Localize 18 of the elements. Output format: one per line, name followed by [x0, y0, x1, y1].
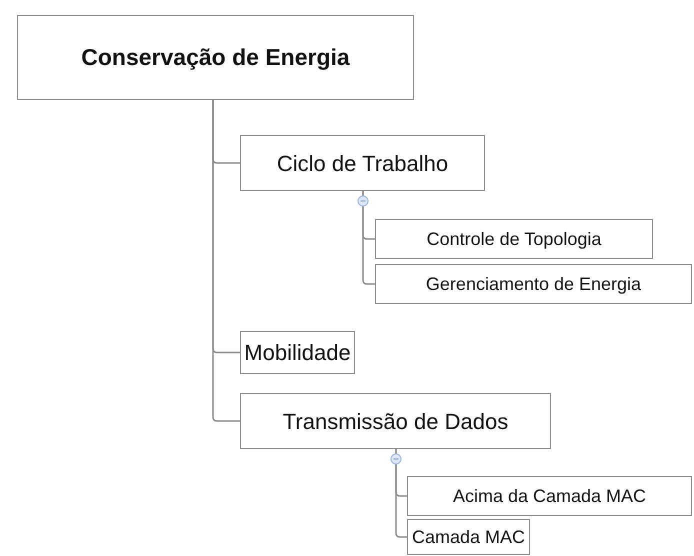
topic-box	[240, 135, 485, 191]
topic-label: Acima da Camada MAC	[452, 484, 646, 508]
topic-box	[407, 476, 692, 516]
connector-line	[395, 449, 407, 538]
topic-box	[240, 393, 551, 449]
topic-label: Gerenciamento de Energia	[426, 272, 642, 296]
topic-label: Conservação de Energia	[81, 43, 350, 72]
topic-label: Mobilidade	[244, 339, 351, 367]
topic-label: Ciclo de Trabalho	[276, 150, 448, 178]
topic-label: Controle de Topologia	[426, 228, 602, 251]
topic-box	[240, 331, 355, 374]
topic-box	[375, 219, 653, 259]
topic-box	[17, 15, 414, 100]
topic-box	[407, 519, 530, 555]
topic-label: Transmissão de Dados	[282, 408, 508, 436]
connector-line	[212, 100, 240, 422]
topic-box	[375, 264, 692, 304]
topic-label: Camada MAC	[412, 526, 526, 548]
